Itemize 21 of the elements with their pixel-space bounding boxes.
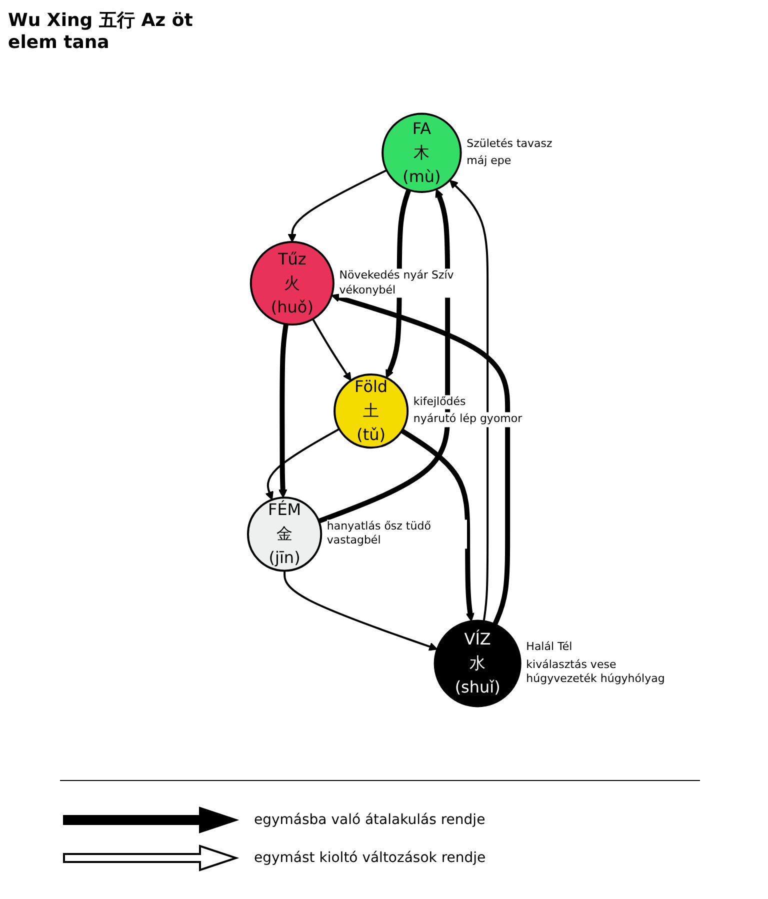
note-text: kifejlődés — [413, 395, 466, 410]
arrow — [283, 570, 438, 651]
arrow — [288, 169, 387, 242]
title: Wu Xing 五行 Az öt elem tana — [8, 9, 194, 53]
arrow — [265, 428, 340, 500]
note-text: hanyatlás ősz tüdő vastagbél — [326, 520, 467, 548]
node-circle: FA 木 (mù) — [381, 112, 462, 193]
note-text: máj epe — [466, 154, 512, 169]
node-circle: VÍZ 水 (shuǐ) — [434, 620, 522, 708]
node-circle: Föld 土 (tǔ) — [333, 374, 408, 449]
note-text: kiválasztás vese húgyvezeték húgyhólyag — [526, 658, 666, 686]
arrow — [278, 324, 288, 498]
legend-text: egymásba való átalakulás rendje — [254, 812, 486, 828]
arrow — [449, 180, 488, 622]
arrow — [400, 428, 474, 622]
node-circle: Tűz 火 (huǒ) — [250, 240, 334, 326]
legend-text: egymást kioltó változások rendje — [254, 850, 486, 866]
node-circle: FÉM 金 (jīn) — [246, 496, 322, 572]
note-text: nyárutó lép gyomor — [413, 412, 522, 427]
arrow — [312, 318, 352, 381]
arrow — [331, 294, 510, 626]
